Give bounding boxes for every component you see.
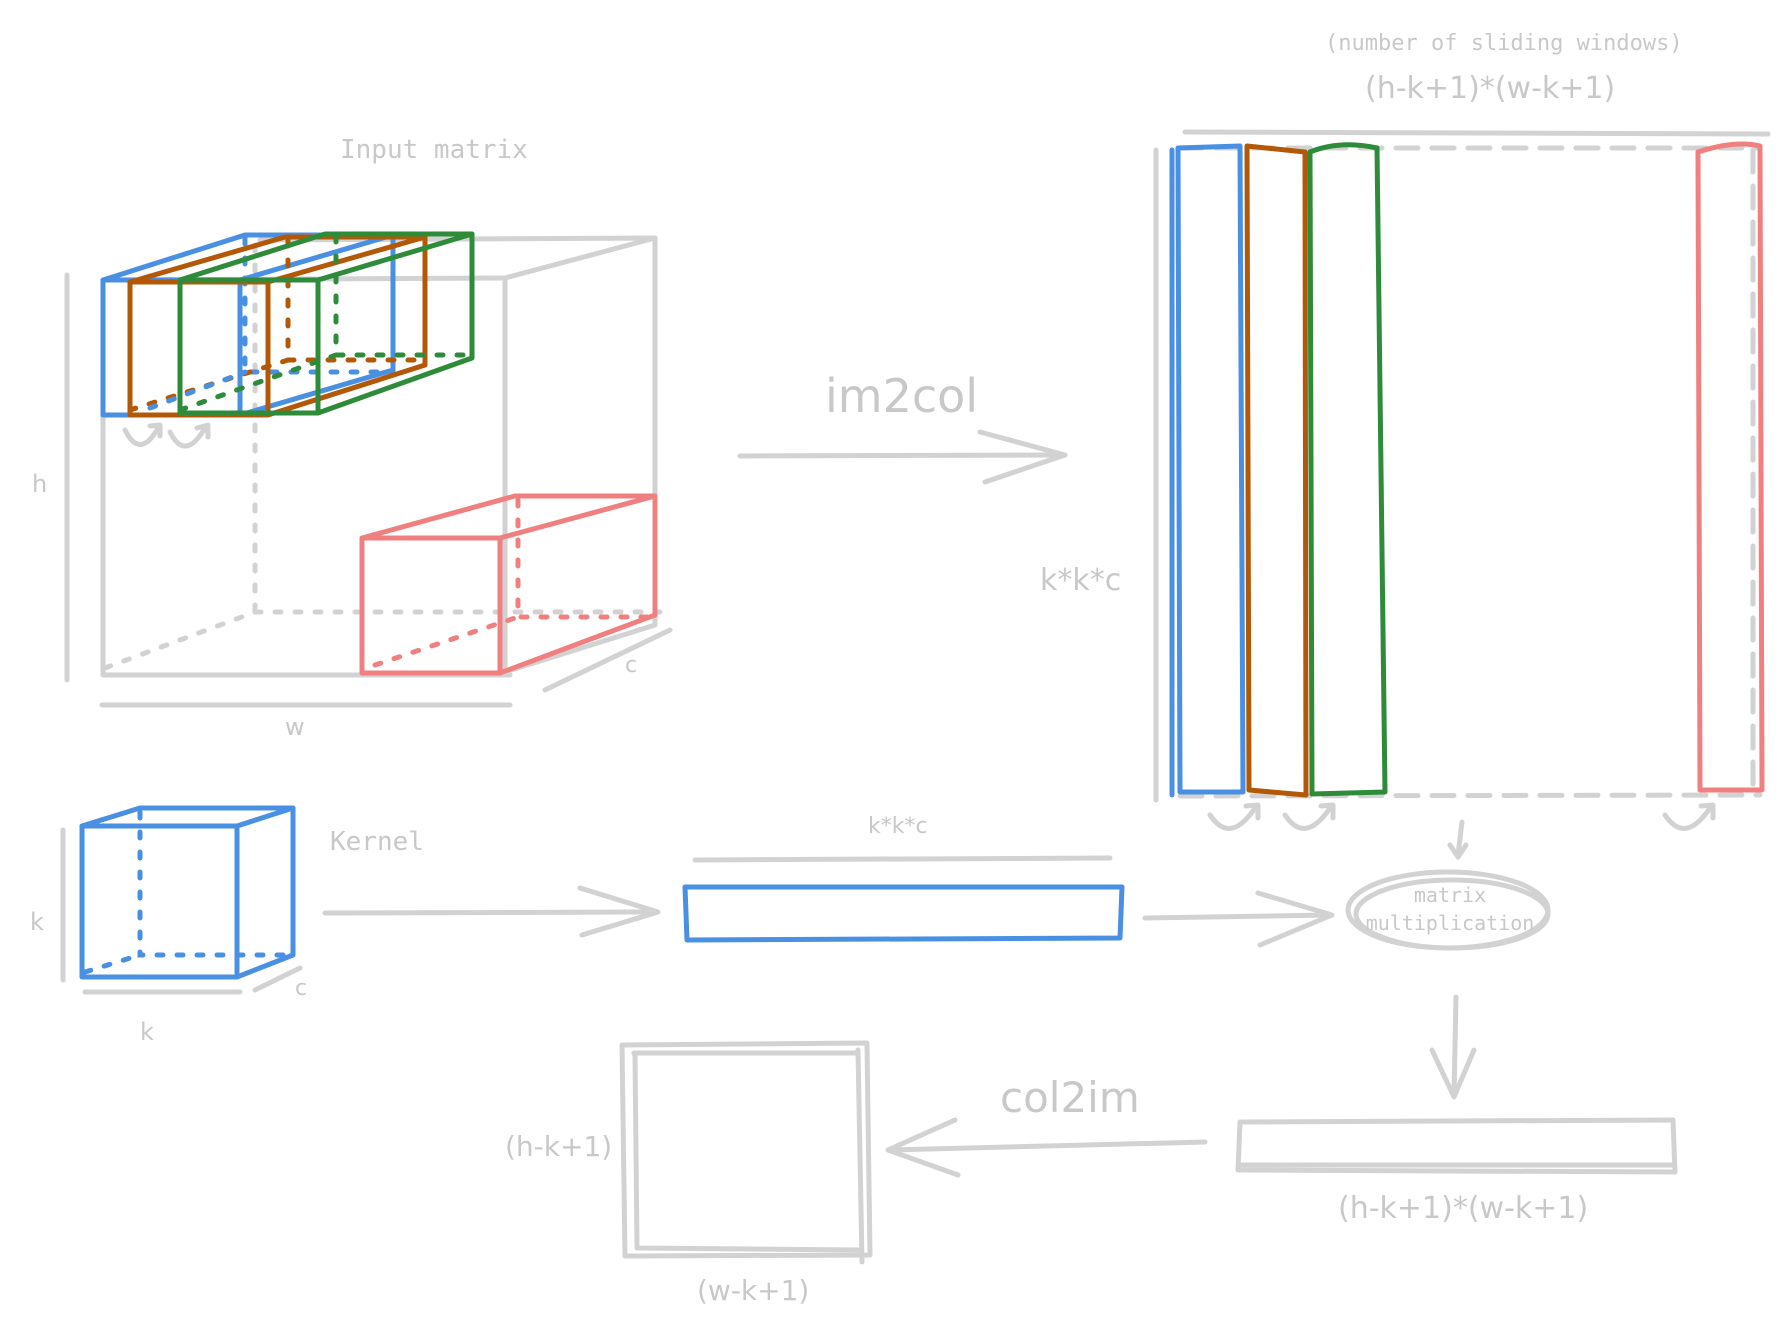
sliding-window-red xyxy=(359,493,658,676)
sliding-window-green xyxy=(147,231,475,416)
kkc-rows-label: k*k*c xyxy=(1040,563,1121,598)
kkc-vector-label: k*k*c xyxy=(868,814,928,839)
slide-arrows-input xyxy=(122,422,211,449)
kernel-row-vector xyxy=(682,855,1125,943)
col2im-arrow xyxy=(885,1117,1208,1178)
kernel-label: Kernel xyxy=(330,827,424,857)
to-result-arrow xyxy=(1429,994,1477,1100)
h-dimension-label: h xyxy=(32,470,47,498)
column-blue xyxy=(1169,143,1246,798)
col2im-label: col2im xyxy=(1000,1073,1140,1122)
im2col-arrow xyxy=(737,429,1068,485)
kernel-k-bottom-label: k xyxy=(140,1018,154,1046)
matrix-multiplication-node xyxy=(1345,869,1551,951)
output-matrix xyxy=(619,1040,873,1265)
kernel-k-side-label: k xyxy=(30,908,44,936)
c-dimension-label: c xyxy=(625,653,637,678)
windows-count-label-top: (h-k+1)*(w-k+1) xyxy=(1365,71,1615,106)
kernel-c-label: c xyxy=(295,976,307,1001)
kernel-box xyxy=(60,805,303,995)
im2col-matrix xyxy=(1153,129,1771,803)
column-red xyxy=(1695,141,1765,793)
w-dimension-label: w xyxy=(285,713,305,741)
column-orange xyxy=(1244,143,1309,798)
input-matrix-box xyxy=(64,235,673,708)
output-width-label: (w-k+1) xyxy=(697,1274,809,1307)
windows-count-label-bottom: (h-k+1)*(w-k+1) xyxy=(1338,1191,1588,1226)
kernel-flatten-arrow xyxy=(322,885,661,938)
column-green xyxy=(1307,142,1388,797)
slide-arrows-matrix xyxy=(1207,802,1716,860)
result-row-vector xyxy=(1235,1117,1678,1175)
matrix-multiplication-label-line1: matrix xyxy=(1414,883,1486,907)
to-multiplication-arrow xyxy=(1142,890,1335,948)
sliding-windows-note: (number of sliding windows) xyxy=(1325,31,1683,56)
im2col-label: im2col xyxy=(825,369,978,423)
output-height-label: (h-k+1) xyxy=(505,1130,612,1163)
matrix-multiplication-label-line2: multiplication xyxy=(1366,911,1535,935)
input-matrix-label: Input matrix xyxy=(340,135,528,165)
